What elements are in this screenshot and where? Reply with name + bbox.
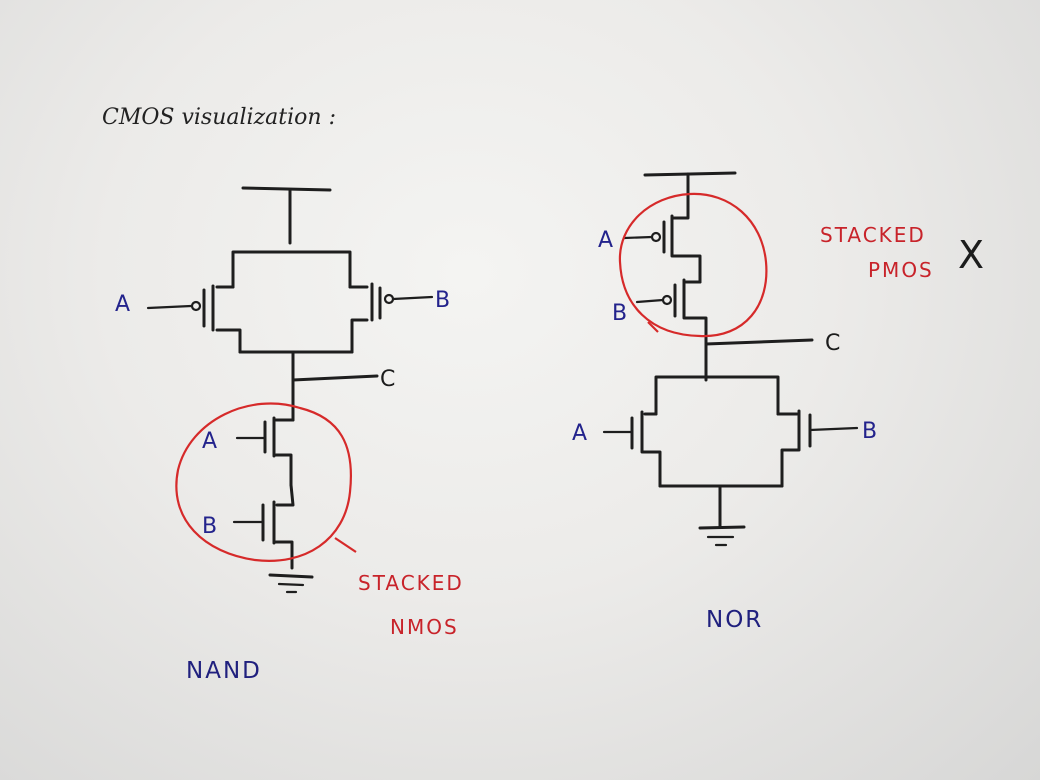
nand-label-c: C xyxy=(380,367,395,392)
nand-output-wire xyxy=(291,374,379,382)
nand-nmos-a xyxy=(235,416,295,487)
nor-caption: NOR xyxy=(706,607,763,633)
nand-ground-icon xyxy=(268,573,314,594)
nand-label-b-nmos: B xyxy=(202,514,217,539)
nor-label-a-nmos: A xyxy=(572,421,587,446)
nor-nmos-top-bus xyxy=(654,375,780,416)
nor-note-pmos: PMOS xyxy=(868,258,934,282)
nand-pmos-top-bus xyxy=(231,250,352,289)
nand-vdd-rail xyxy=(241,186,332,192)
nand-pmos-b xyxy=(348,282,434,354)
nor-label-a-pmos: A xyxy=(598,228,613,253)
nand-nmos-b xyxy=(232,483,295,570)
page-title: CMOS visualization : xyxy=(102,105,336,130)
nor-vdd-rail xyxy=(643,171,737,177)
nor-nmos-a xyxy=(602,410,662,488)
nor-stacked-pmos-highlight xyxy=(618,192,768,338)
nor-label-b-nmos: B xyxy=(862,419,877,444)
nor-nmos-b xyxy=(776,409,859,488)
nand-circuit: A B C A B STACKED NMOS NAND xyxy=(115,186,464,684)
nor-output-wire xyxy=(704,338,814,346)
nor-circuit: A B C A B STACKED PMOS X NOR xyxy=(572,171,984,633)
nor-note-stacked: STACKED xyxy=(820,223,926,247)
nand-label-a-pmos: A xyxy=(115,292,130,317)
nand-note-stacked: STACKED xyxy=(358,571,464,595)
nor-label-b-pmos: B xyxy=(612,301,627,326)
nor-ground-icon xyxy=(698,525,746,547)
nor-cross-mark: X xyxy=(958,233,984,277)
nand-label-a-nmos: A xyxy=(202,429,217,454)
nand-note-nmos: NMOS xyxy=(390,615,459,639)
nand-stacked-nmos-highlight xyxy=(175,402,352,562)
nand-pmos-a xyxy=(146,284,242,354)
nand-note-pointer xyxy=(334,537,357,553)
nor-pmos-a xyxy=(622,210,702,284)
nor-pmos-b xyxy=(635,278,708,382)
nand-caption: NAND xyxy=(186,658,262,684)
nand-label-b-pmos: B xyxy=(435,288,450,313)
nor-label-c: C xyxy=(825,331,840,356)
